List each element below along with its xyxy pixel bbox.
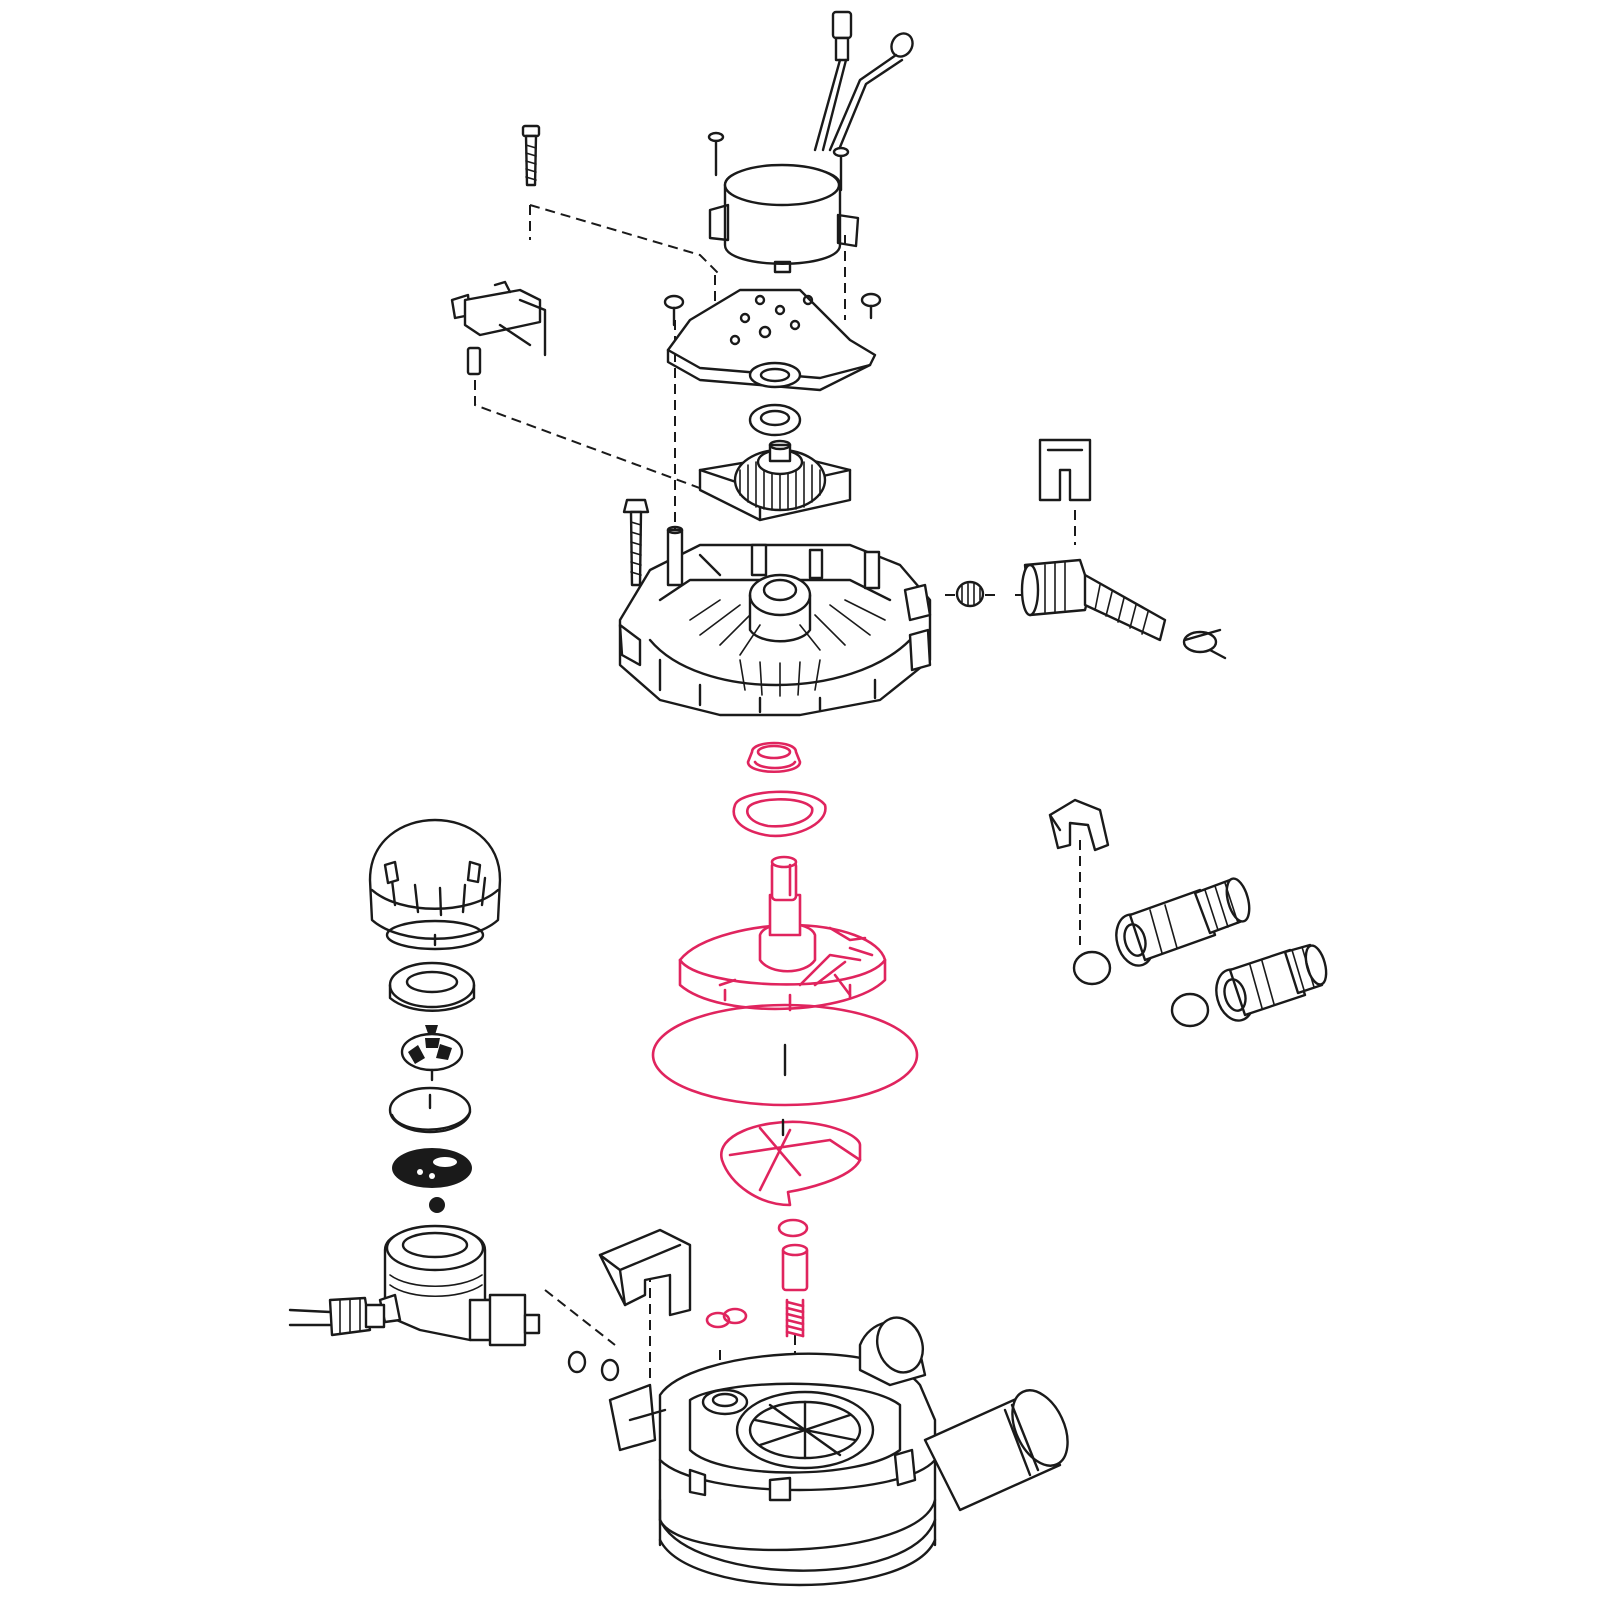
micro-switch [450,280,547,376]
injector-fitting [288,1296,386,1337]
drain-bushing [955,580,985,608]
drive-gear [698,439,852,522]
spring [785,1298,805,1338]
injector-screen [392,1148,472,1188]
hose-clamp [1182,628,1227,660]
piston-disc [678,855,887,1012]
spring-retainer [781,1243,809,1292]
bypass-o-rings [705,1307,748,1329]
piston-seal [746,741,802,773]
cover-gasket [732,790,827,838]
injector-disc [388,1086,472,1134]
drain-clip [1038,438,1092,502]
screw-motor-left [707,131,725,177]
injector-cap-o-ring [385,919,485,951]
connector-clip [1048,798,1110,852]
small-o-ring [777,1218,809,1238]
bypass-clip [598,1228,692,1317]
connector-tube-lower [1215,943,1328,1022]
motor-plate [666,288,877,392]
injector-screen-ring [388,961,476,1012]
screw-left-top [521,124,541,187]
gear-bushing [748,403,802,437]
rotor-seal [720,1118,862,1207]
screw-plate-left [663,294,685,327]
connector-tube-upper [1115,877,1251,967]
screw-plate-right [860,292,882,320]
motor [708,163,860,274]
screw-cover-long [622,498,650,587]
drain-elbow [1020,558,1167,642]
disc-o-ring [651,1003,919,1107]
injector-nozzle [400,1025,464,1082]
injector-o-rings [567,1350,620,1382]
valve-cover [618,525,932,717]
connector-o-rings [1072,950,1210,1028]
injector-plug [429,1197,445,1213]
wire-terminals [813,10,914,154]
valve-body [608,1316,1069,1587]
injector-body [378,1224,541,1347]
injector-cap [368,818,502,940]
